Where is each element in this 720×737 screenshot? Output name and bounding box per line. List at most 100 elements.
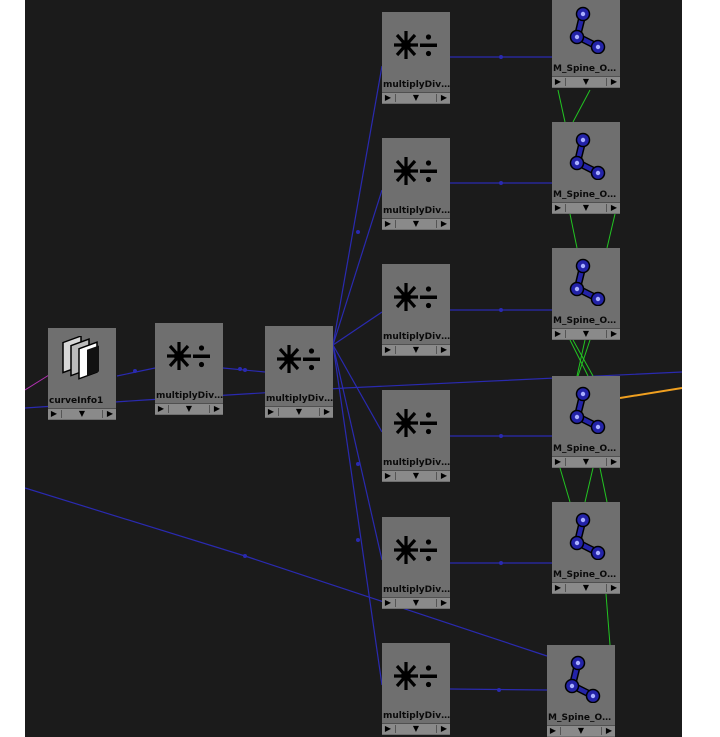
multiply-divide-node[interactable]: multiplyDiv… ▶ ▼ ▶ xyxy=(382,517,450,609)
multiply-divide-icon xyxy=(265,326,333,391)
expand-port[interactable]: ▼ xyxy=(78,409,86,418)
input-port[interactable]: ▶ xyxy=(267,407,275,416)
multiply-divide-node[interactable]: multiplyDiv… ▶ ▼ ▶ xyxy=(382,643,450,735)
wire-fan-5[interactable] xyxy=(332,344,383,561)
input-port[interactable]: ▶ xyxy=(384,219,392,228)
wire-fan-3[interactable] xyxy=(332,311,383,346)
wire-fan-6[interactable] xyxy=(332,344,383,686)
node-port-bar: ▶ ▼ ▶ xyxy=(382,470,450,481)
joint-node[interactable]: M_Spine_O… ▶ ▼ ▶ xyxy=(552,0,620,88)
multiply-divide-node[interactable]: multiplyDiv… ▶ ▼ ▶ xyxy=(382,138,450,230)
node-port-bar: ▶ ▼ ▶ xyxy=(382,723,450,734)
curve-info-node[interactable]: curveInfo1 ▶ ▼ ▶ xyxy=(48,328,116,420)
wire-orange-output[interactable] xyxy=(619,387,682,399)
node-port-bar: ▶ ▼ ▶ xyxy=(48,408,116,419)
node-label: multiplyDiv… xyxy=(383,711,450,721)
expand-port[interactable]: ▼ xyxy=(412,598,420,607)
expand-port[interactable]: ▼ xyxy=(185,404,193,413)
output-port[interactable]: ▶ xyxy=(440,345,448,354)
multiply-divide-node[interactable]: multiplyDiv… ▶ ▼ ▶ xyxy=(155,323,223,415)
multiply-divide-icon xyxy=(382,517,450,582)
output-port[interactable]: ▶ xyxy=(440,598,448,607)
output-port[interactable]: ▶ xyxy=(610,457,618,466)
node-port-bar: ▶ ▼ ▶ xyxy=(155,403,223,414)
input-port[interactable]: ▶ xyxy=(50,409,58,418)
multiply-divide-icon xyxy=(382,643,450,708)
curve-info-icon xyxy=(48,328,116,393)
expand-port[interactable]: ▼ xyxy=(577,726,585,735)
input-port[interactable]: ▶ xyxy=(554,329,562,338)
joint-node[interactable]: M_Spine_O… ▶ ▼ ▶ xyxy=(552,122,620,214)
input-port[interactable]: ▶ xyxy=(554,457,562,466)
expand-port[interactable]: ▼ xyxy=(412,471,420,480)
multiply-divide-node[interactable]: multiplyDiv… ▶ ▼ ▶ xyxy=(382,390,450,482)
joint-node[interactable]: M_Spine_O… ▶ ▼ ▶ xyxy=(547,645,615,737)
output-port[interactable]: ▶ xyxy=(440,471,448,480)
node-port-bar: ▶ ▼ ▶ xyxy=(547,725,615,736)
output-port[interactable]: ▶ xyxy=(440,724,448,733)
node-port-bar: ▶ ▼ ▶ xyxy=(552,202,620,213)
joint-icon xyxy=(552,248,620,313)
input-port[interactable]: ▶ xyxy=(384,345,392,354)
output-port[interactable]: ▶ xyxy=(106,409,114,418)
output-port[interactable]: ▶ xyxy=(440,219,448,228)
expand-port[interactable]: ▼ xyxy=(295,407,303,416)
wire-fan-2[interactable] xyxy=(332,189,383,346)
expand-port[interactable]: ▼ xyxy=(582,77,590,86)
expand-port[interactable]: ▼ xyxy=(582,329,590,338)
node-port-bar: ▶ ▼ ▶ xyxy=(382,597,450,608)
joint-icon xyxy=(552,376,620,441)
expand-port[interactable]: ▼ xyxy=(582,203,590,212)
multiply-divide-icon xyxy=(382,138,450,203)
joint-icon xyxy=(547,645,615,710)
wire-long-diagonal[interactable] xyxy=(25,487,548,657)
input-port[interactable]: ▶ xyxy=(384,724,392,733)
input-port[interactable]: ▶ xyxy=(554,77,562,86)
node-label: multiplyDiv… xyxy=(383,332,450,342)
input-port[interactable]: ▶ xyxy=(384,93,392,102)
output-port[interactable]: ▶ xyxy=(213,404,221,413)
node-label: M_Spine_O… xyxy=(553,190,617,200)
green-joint-wires[interactable] xyxy=(557,89,616,646)
expand-port[interactable]: ▼ xyxy=(412,219,420,228)
multiply-divide-icon xyxy=(382,12,450,77)
output-port[interactable]: ▶ xyxy=(610,329,618,338)
joint-node[interactable]: M_Spine_O… ▶ ▼ ▶ xyxy=(552,248,620,340)
output-port[interactable]: ▶ xyxy=(605,726,613,735)
wire-fan-1[interactable] xyxy=(332,65,383,346)
output-port[interactable]: ▶ xyxy=(610,77,618,86)
multiply-divide-node[interactable]: multiplyDiv… ▶ ▼ ▶ xyxy=(382,12,450,104)
output-port[interactable]: ▶ xyxy=(610,203,618,212)
multiply-divide-icon xyxy=(155,323,223,388)
node-label: multiplyDiv… xyxy=(383,206,450,216)
output-port[interactable]: ▶ xyxy=(610,583,618,592)
input-port[interactable]: ▶ xyxy=(384,598,392,607)
wire-fan-4[interactable] xyxy=(332,344,383,433)
input-port[interactable]: ▶ xyxy=(549,726,557,735)
expand-port[interactable]: ▼ xyxy=(582,457,590,466)
node-editor-canvas[interactable]: curveInfo1 ▶ ▼ ▶ multiplyDiv… ▶ ▼ ▶ mult… xyxy=(25,0,682,737)
input-port[interactable]: ▶ xyxy=(157,404,165,413)
joint-node[interactable]: M_Spine_O… ▶ ▼ ▶ xyxy=(552,502,620,594)
input-port[interactable]: ▶ xyxy=(554,583,562,592)
expand-port[interactable]: ▼ xyxy=(412,345,420,354)
node-port-bar: ▶ ▼ ▶ xyxy=(552,582,620,593)
node-port-bar: ▶ ▼ ▶ xyxy=(552,76,620,87)
input-port[interactable]: ▶ xyxy=(384,471,392,480)
node-label: multiplyDiv… xyxy=(383,80,450,90)
multiply-divide-icon xyxy=(382,264,450,329)
expand-port[interactable]: ▼ xyxy=(582,583,590,592)
joint-node[interactable]: M_Spine_O… ▶ ▼ ▶ xyxy=(552,376,620,468)
output-port[interactable]: ▶ xyxy=(323,407,331,416)
node-label: M_Spine_O… xyxy=(553,64,617,74)
node-port-bar: ▶ ▼ ▶ xyxy=(382,92,450,103)
wire-magenta[interactable] xyxy=(25,374,50,391)
output-port[interactable]: ▶ xyxy=(440,93,448,102)
multiply-divide-node[interactable]: multiplyDiv… ▶ ▼ ▶ xyxy=(265,326,333,418)
node-label: M_Spine_O… xyxy=(548,713,612,723)
input-port[interactable]: ▶ xyxy=(554,203,562,212)
node-label: M_Spine_O… xyxy=(553,570,617,580)
expand-port[interactable]: ▼ xyxy=(412,93,420,102)
expand-port[interactable]: ▼ xyxy=(412,724,420,733)
multiply-divide-node[interactable]: multiplyDiv… ▶ ▼ ▶ xyxy=(382,264,450,356)
